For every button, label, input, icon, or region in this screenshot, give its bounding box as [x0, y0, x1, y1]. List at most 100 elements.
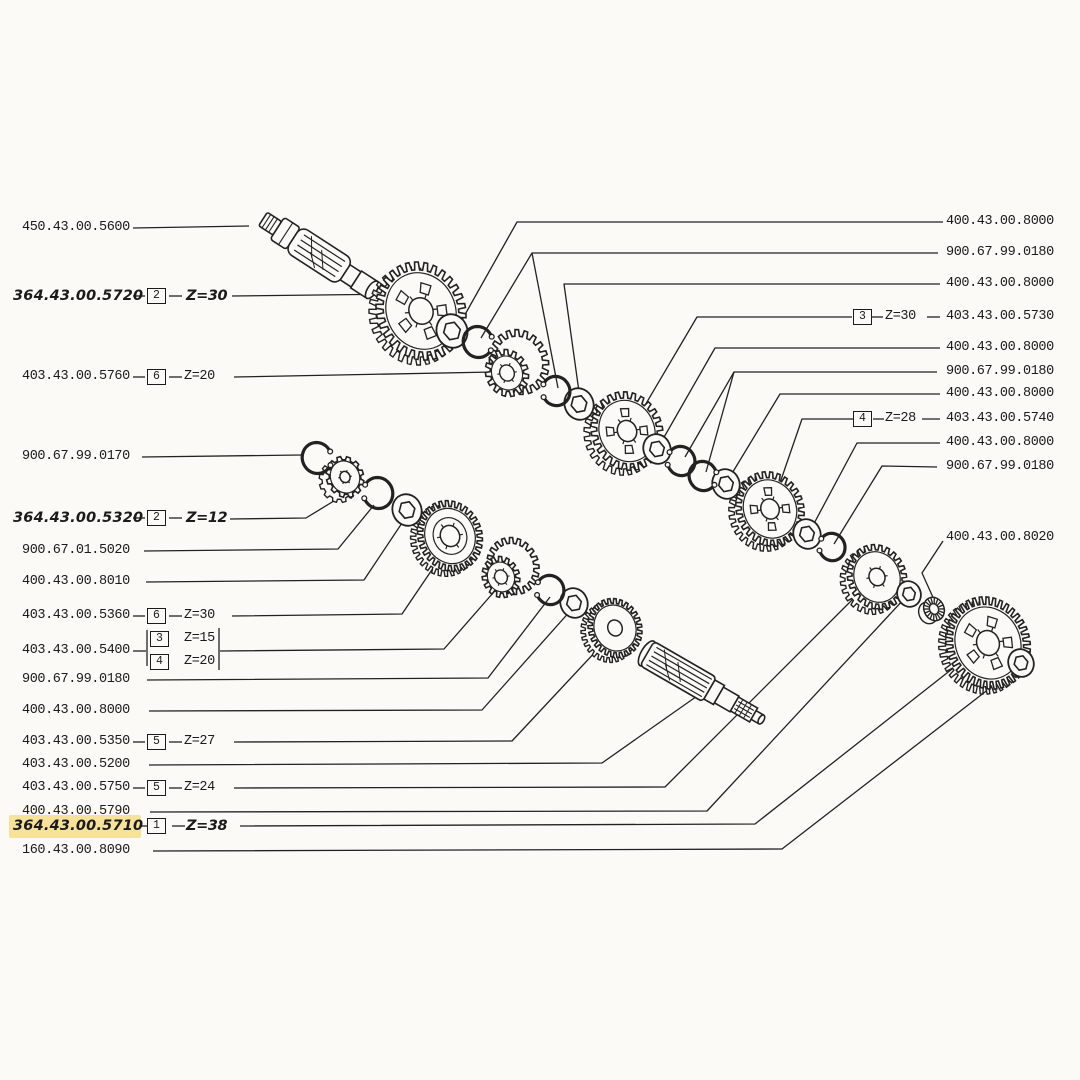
part-number: 403.43.00.5750	[22, 780, 130, 795]
part-number: 403.43.00.5400	[22, 643, 130, 658]
leader-line	[231, 548, 447, 617]
output-shaft	[637, 640, 766, 725]
leader-line	[833, 465, 938, 545]
circlip	[361, 475, 395, 511]
part-label-row: 400.43.00.5790	[0, 802, 1080, 822]
leader-line	[141, 454, 302, 458]
ref-box: 3	[853, 309, 872, 325]
tooth-count: Z=20	[184, 654, 215, 669]
washer	[391, 493, 423, 527]
leader-line	[705, 371, 735, 473]
leader-line	[658, 347, 940, 447]
part-number: 900.67.01.5020	[22, 543, 130, 558]
part-label-row: 900.67.99.0180	[0, 243, 1080, 263]
leader-line	[921, 540, 944, 605]
gear	[839, 543, 908, 616]
part-label-row: 900.67.01.5020	[0, 541, 1080, 561]
part-number: 364.43.00.5710	[13, 818, 144, 834]
leader-line	[809, 442, 940, 532]
part-label-row: 400.43.00.8000	[0, 701, 1080, 721]
washer	[435, 313, 469, 349]
part-label-row: 403.43.00.5350 5 Z=27	[0, 732, 1080, 752]
input-shaft	[258, 212, 380, 300]
gear	[728, 470, 806, 552]
leader-line	[145, 519, 405, 583]
part-label-row: 400.43.00.8000	[0, 212, 1080, 232]
needle-bearing	[917, 596, 946, 625]
leader-line	[146, 596, 551, 681]
part-label-row: 900.67.99.0180	[0, 670, 1080, 690]
part-number: 900.67.99.0180	[946, 245, 1054, 260]
part-number: 400.43.00.5790	[22, 804, 130, 819]
washer	[711, 468, 741, 500]
leader-line	[771, 418, 853, 507]
circlip	[300, 440, 334, 476]
part-label-row: 160.43.00.8090	[0, 841, 1080, 861]
leader-line	[219, 576, 508, 652]
leader-line	[233, 371, 495, 378]
circlip	[540, 374, 572, 408]
part-label-row: 400.43.00.8000	[0, 384, 1080, 404]
leader-line	[633, 316, 852, 425]
leader-line	[148, 608, 573, 712]
part-label-row: 400.43.00.8020	[0, 528, 1080, 548]
part-label-row-highlighted: 364.43.00.5710 1 Z=38	[0, 816, 1080, 836]
part-label-row: 364.43.00.5320 2 Z=12	[0, 508, 1080, 528]
bracket-row: 4 Z=20	[0, 652, 1080, 672]
leader-line	[727, 393, 940, 481]
part-number: 400.43.00.8020	[946, 530, 1054, 545]
part-number: 400.43.00.8000	[946, 340, 1054, 355]
leader-line	[239, 646, 981, 827]
leader-line	[132, 225, 250, 229]
leader-lines	[132, 221, 1017, 852]
tooth-count: Z=28	[885, 411, 916, 426]
circlip	[687, 459, 720, 493]
part-number: 160.43.00.8090	[22, 843, 130, 858]
leader-line	[233, 633, 613, 743]
washer	[559, 587, 589, 619]
part-number: 400.43.00.8000	[22, 703, 130, 718]
washer	[1007, 648, 1035, 678]
tooth-count: Z=12	[186, 510, 228, 526]
part-number: 403.43.00.5740	[946, 411, 1054, 426]
ref-box: 4	[853, 411, 872, 427]
tooth-count: Z=30	[186, 288, 228, 304]
leader-line	[143, 504, 375, 552]
tooth-count: Z=20	[184, 369, 215, 384]
tooth-count: Z=30	[885, 309, 916, 324]
ref-box: 4	[150, 654, 169, 670]
leader-line	[563, 283, 940, 400]
part-label-row: 403.43.00.5750 5 Z=24	[0, 778, 1080, 798]
circlip	[816, 531, 847, 563]
ref-box: 5	[147, 734, 166, 750]
washer	[792, 518, 822, 550]
part-number: 403.43.00.5360	[22, 608, 130, 623]
part-label-row: 400.43.00.8000	[0, 433, 1080, 453]
part-number: 400.43.00.8000	[946, 276, 1054, 291]
tooth-count: Z=30	[184, 608, 215, 623]
washer	[563, 387, 595, 421]
leader-line	[531, 252, 559, 389]
ref-box: 1	[147, 818, 166, 834]
tooth-count: Z=24	[184, 780, 215, 795]
part-label-row: 400.43.00.8000	[0, 274, 1080, 294]
highlight-marker	[9, 815, 141, 838]
part-number: 400.43.00.8000	[946, 435, 1054, 450]
part-number: 900.67.99.0180	[946, 364, 1054, 379]
gear	[318, 455, 365, 504]
leader-line	[148, 693, 701, 766]
washer	[896, 580, 922, 608]
part-number: 900.67.99.0180	[22, 672, 130, 687]
ref-box: 6	[147, 608, 166, 624]
part-number: 900.67.99.0170	[22, 449, 130, 464]
ref-box: 5	[147, 780, 166, 796]
circlip	[534, 573, 566, 607]
part-label-row: 364.43.00.5720 2 Z=30	[0, 286, 1080, 306]
part-number: 403.43.00.5200	[22, 757, 130, 772]
gear	[409, 499, 484, 577]
part-label-row: 403.43.00.5760 6 Z=20	[0, 367, 1080, 387]
part-label-row: 403.43.00.5360 6 Z=30	[0, 606, 1080, 626]
part-number: 403.43.00.5350	[22, 734, 130, 749]
